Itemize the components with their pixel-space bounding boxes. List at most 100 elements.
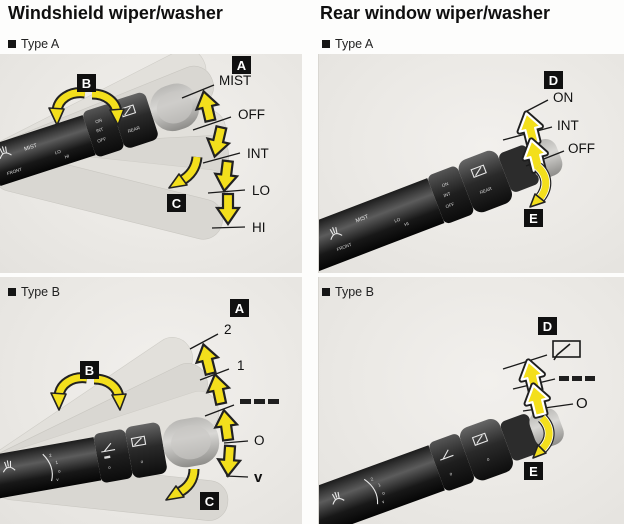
rear-type-a-svg: MIST FRONT LO HI ON INT OFF REAR ON INT … — [319, 71, 595, 273]
callout-box-b: B — [80, 361, 99, 379]
callout-box-d: D — [544, 71, 563, 89]
position-label-mist: MIST — [219, 73, 251, 88]
stalk-lo-text: LO — [394, 217, 402, 224]
svg-text:A: A — [237, 58, 247, 73]
arrow-down-icon — [215, 444, 243, 478]
ring-o-mark: o — [108, 465, 112, 470]
svg-text:C: C — [172, 196, 182, 211]
right-type-b-label: Type B — [322, 285, 374, 299]
illustration-rear-type-b: 2 1 o v o o — [318, 277, 624, 524]
stalk-2-mark: 2 — [49, 453, 53, 458]
position-label-v: v — [254, 469, 263, 486]
callout-box-c: C — [167, 194, 186, 212]
stalk-o-mark: o — [58, 468, 62, 473]
position-label-o: O — [254, 433, 265, 448]
callout-box-a: A — [232, 56, 251, 74]
position-arc — [42, 453, 53, 482]
square-bullet-icon — [8, 288, 16, 296]
position-label-2: 2 — [224, 322, 232, 337]
stalk-lo-text: LO — [54, 149, 62, 156]
svg-text:E: E — [529, 464, 538, 479]
stalk-front-text: FRONT — [336, 242, 352, 252]
svg-text:B: B — [85, 363, 94, 378]
int-dash-mark — [104, 455, 111, 459]
position-label-int: INT — [247, 146, 269, 161]
ring-o-mark: o — [449, 471, 454, 477]
type-label-text: Type A — [21, 37, 60, 51]
rear-type-b-svg: 2 1 o v o o — [319, 317, 595, 524]
stalk-front-text: FRONT — [6, 167, 23, 177]
position-label-lo: LO — [252, 183, 270, 198]
left-type-b-label: Type B — [8, 285, 60, 299]
position-arc — [363, 478, 379, 505]
svg-text:A: A — [235, 301, 245, 316]
stalk-hi-text: HI — [404, 221, 410, 227]
right-type-a-label: Type A — [322, 37, 373, 51]
type-label-text: Type B — [21, 285, 60, 299]
rear-wiper-stalk-lever: 2 1 o v o o — [319, 408, 564, 524]
ring-on-text: ON — [441, 181, 449, 188]
stalk-hi-text: HI — [64, 153, 70, 159]
stalk-1-mark: 1 — [377, 482, 382, 488]
square-bullet-icon — [8, 40, 16, 48]
callout-lines — [181, 84, 246, 229]
ring-o-mark: o — [140, 459, 144, 464]
position-label-1: 1 — [237, 358, 245, 373]
position-label-off-o: O — [576, 395, 588, 412]
callout-box-e: E — [524, 462, 543, 480]
square-bullet-icon — [322, 288, 330, 296]
wiper-stalk-lever: 2 1 o v o o — [0, 417, 220, 499]
svg-text:E: E — [529, 211, 538, 226]
type-label-text: Type A — [335, 37, 374, 51]
pull-lever-arrow — [165, 468, 200, 501]
ring-int-text: INT — [95, 127, 104, 134]
push-lever-arrow — [529, 162, 552, 208]
rear-wiper-on-symbol-icon — [552, 340, 581, 361]
stalk-v-mark: v — [381, 499, 386, 505]
svg-text:C: C — [205, 494, 215, 509]
ring-int-text: INT — [443, 191, 452, 198]
type-label-text: Type B — [335, 285, 374, 299]
illustration-windshield-type-b: 2 1 o v o o 2 1 — [0, 277, 302, 524]
position-label-int-dashes — [559, 376, 595, 381]
direction-arrows — [518, 359, 552, 417]
lever-end-cap — [171, 425, 211, 460]
illustration-rear-type-a: MIST FRONT LO HI ON INT OFF REAR ON INT … — [318, 54, 624, 273]
illustration-windshield-type-a: MIST FRONT LO HI ON INT OFF REAR MIST OF… — [0, 54, 302, 273]
stalk-1-mark: 1 — [55, 460, 59, 465]
ring-off-text: OFF — [445, 201, 455, 209]
windshield-type-b-svg: 2 1 o v o o 2 1 — [0, 299, 279, 523]
stalk-o-mark: o — [381, 490, 386, 496]
stalk-v-mark: v — [56, 477, 60, 482]
position-label-off: OFF — [568, 141, 595, 156]
position-label-on: ON — [553, 90, 573, 105]
windshield-type-a-svg: MIST FRONT LO HI ON INT OFF REAR MIST OF… — [0, 54, 270, 244]
callout-box-b: B — [77, 74, 96, 92]
pull-lever-arrow — [168, 156, 203, 189]
stalk-2-mark: 2 — [370, 476, 375, 482]
ring-on-text: ON — [95, 118, 103, 125]
stalk-mist-text: MIST — [355, 214, 370, 225]
callout-box-a: A — [230, 299, 249, 317]
position-label-hi: HI — [252, 220, 266, 235]
position-label-int-dashes — [240, 399, 279, 404]
lever-end-cap — [156, 91, 193, 124]
ring-rear-text: REAR — [127, 125, 141, 134]
svg-text:B: B — [82, 76, 91, 91]
stalk-mist-text: MIST — [24, 143, 39, 153]
svg-text:D: D — [549, 73, 558, 88]
square-bullet-icon — [322, 40, 330, 48]
position-label-off: OFF — [238, 107, 265, 122]
push-lever-arrow — [532, 414, 555, 459]
rotate-ring-arrows — [48, 87, 125, 126]
callout-box-c: C — [200, 492, 219, 510]
callout-box-d: D — [538, 317, 557, 335]
ring-o-mark: o — [486, 456, 491, 462]
position-label-int: INT — [557, 118, 579, 133]
right-column-title: Rear window wiper/washer — [320, 3, 551, 23]
left-column-title: Windshield wiper/washer — [8, 3, 223, 23]
callout-box-e: E — [524, 209, 543, 227]
svg-text:D: D — [543, 319, 552, 334]
ring-off-text: OFF — [97, 136, 107, 144]
